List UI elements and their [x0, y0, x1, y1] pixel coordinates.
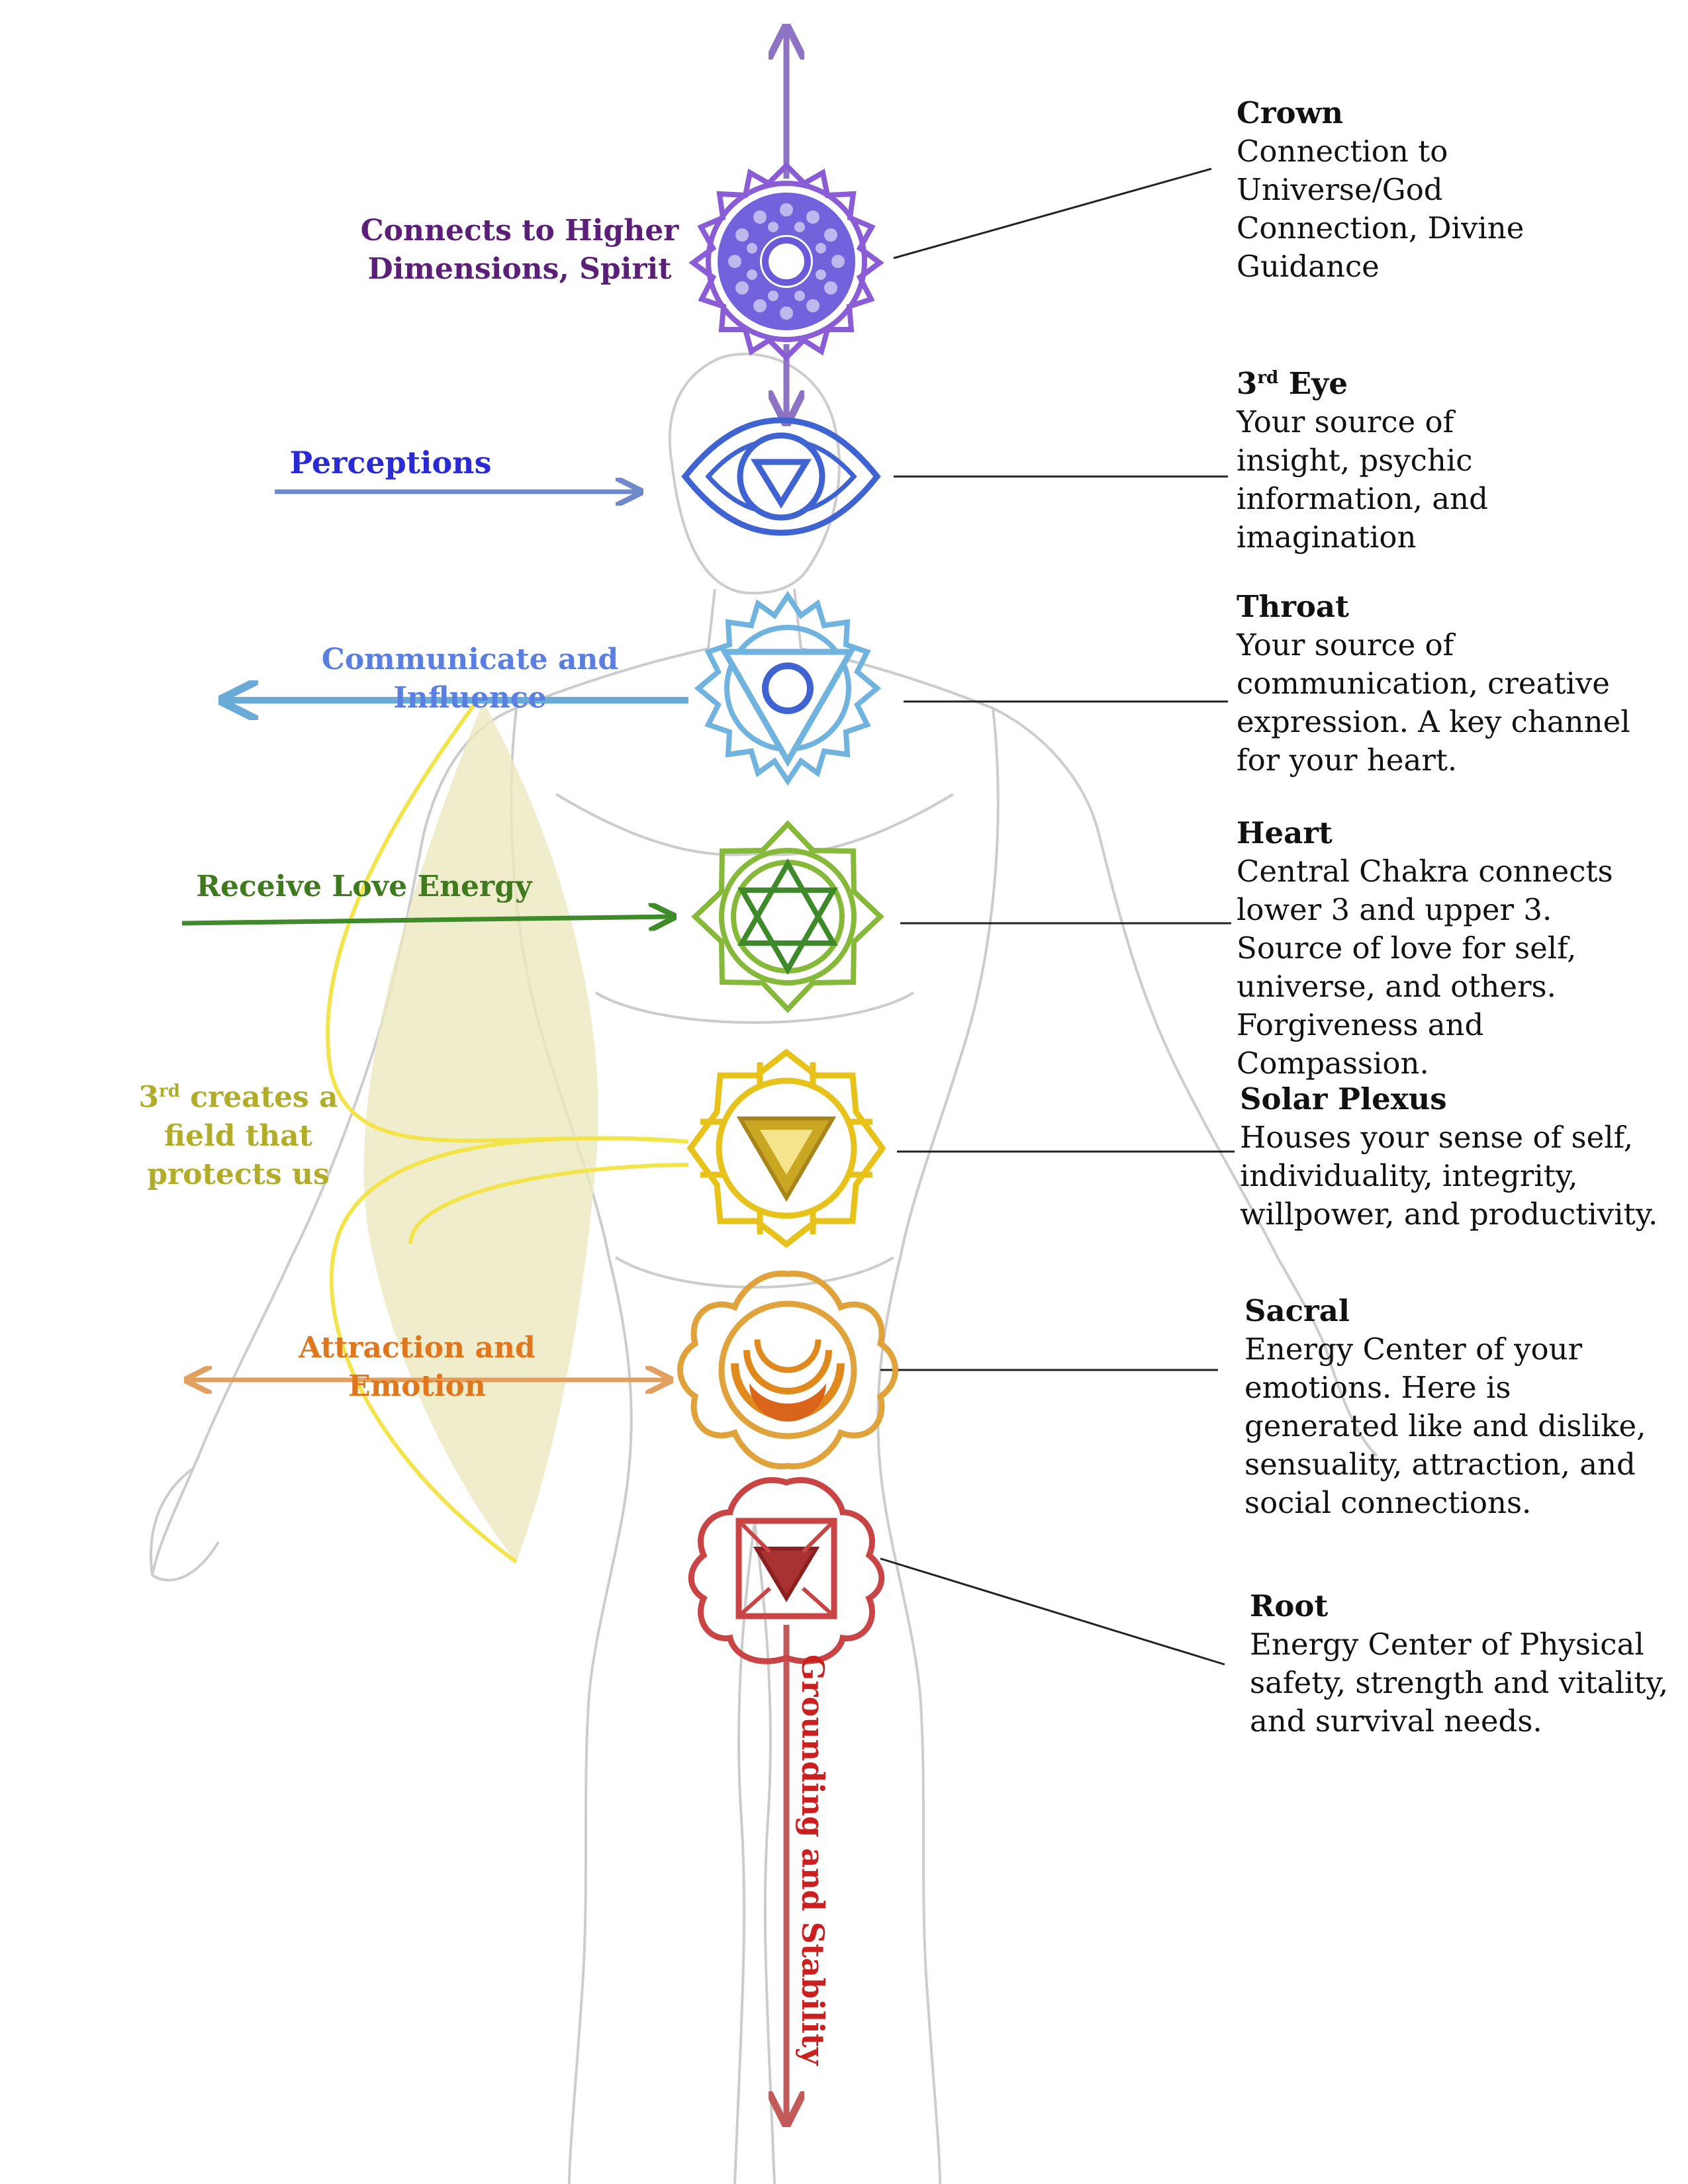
- label-protective-field: 3rd creates a field that protects us: [138, 1080, 338, 1191]
- label-receive-love: Receive Love Energy: [196, 870, 532, 903]
- crown-title: Crown: [1237, 95, 1343, 130]
- throat-title: Throat: [1237, 589, 1349, 624]
- throat-text: Your source of communication, creative e…: [1237, 627, 1630, 778]
- third-eye-chakra-symbol: [681, 417, 881, 536]
- throat-chakra-symbol: [694, 590, 882, 786]
- sacral-description: Sacral Energy Center of your emotions. H…: [1244, 1292, 1668, 1522]
- solar-plexus-text: Houses your sense of self, individuality…: [1240, 1120, 1658, 1232]
- solar-plexus-chakra-symbol: [686, 1048, 886, 1248]
- third-eye-description: 3rd Eye Your source of insight, psychic …: [1237, 359, 1515, 557]
- label-higher-dimensions: Connects to Higher Dimensions, Spirit: [360, 214, 679, 286]
- love-arrow: [181, 917, 672, 923]
- root-description: Root Energy Center of Physical safety, s…: [1250, 1587, 1673, 1741]
- body-sketch: [150, 352, 1378, 2184]
- heart-title: Heart: [1237, 815, 1333, 850]
- crown-description: Crown Connection to Universe/God Connect…: [1237, 94, 1541, 286]
- sacral-chakra-symbol: [677, 1270, 898, 1470]
- throat-description: Throat Your source of communication, cre…: [1237, 588, 1634, 780]
- root-chakra-symbol: [688, 1477, 885, 1664]
- sacral-text: Energy Center of your emotions. Here is …: [1244, 1332, 1646, 1520]
- heart-description: Heart Central Chakra connects lower 3 an…: [1237, 814, 1660, 1083]
- solar-plexus-title: Solar Plexus: [1240, 1081, 1447, 1116]
- heart-text: Central Chakra connects lower 3 and uppe…: [1237, 854, 1613, 1081]
- third-eye-title: 3rd Eye: [1237, 366, 1348, 401]
- leader-lines: [880, 167, 1235, 1666]
- solar-plexus-description: Solar Plexus Houses your sense of self, …: [1240, 1080, 1664, 1234]
- sacral-title: Sacral: [1244, 1293, 1350, 1328]
- heart-chakra-symbol: [691, 820, 884, 1013]
- root-title: Root: [1250, 1588, 1329, 1623]
- crown-text: Connection to Universe/God Connection, D…: [1237, 134, 1524, 284]
- label-perceptions: Perceptions: [289, 445, 492, 480]
- label-grounding: Grounding and Stability: [795, 1655, 831, 2066]
- crown-chakra-symbol: [688, 161, 884, 361]
- label-attraction: Attraction and Emotion: [299, 1331, 536, 1403]
- protective-field: [326, 700, 689, 1564]
- third-eye-text: Your source of insight, psychic informat…: [1237, 404, 1488, 555]
- label-communicate: Communicate and Influence: [321, 643, 619, 715]
- root-text: Energy Center of Physical safety, streng…: [1250, 1627, 1669, 1739]
